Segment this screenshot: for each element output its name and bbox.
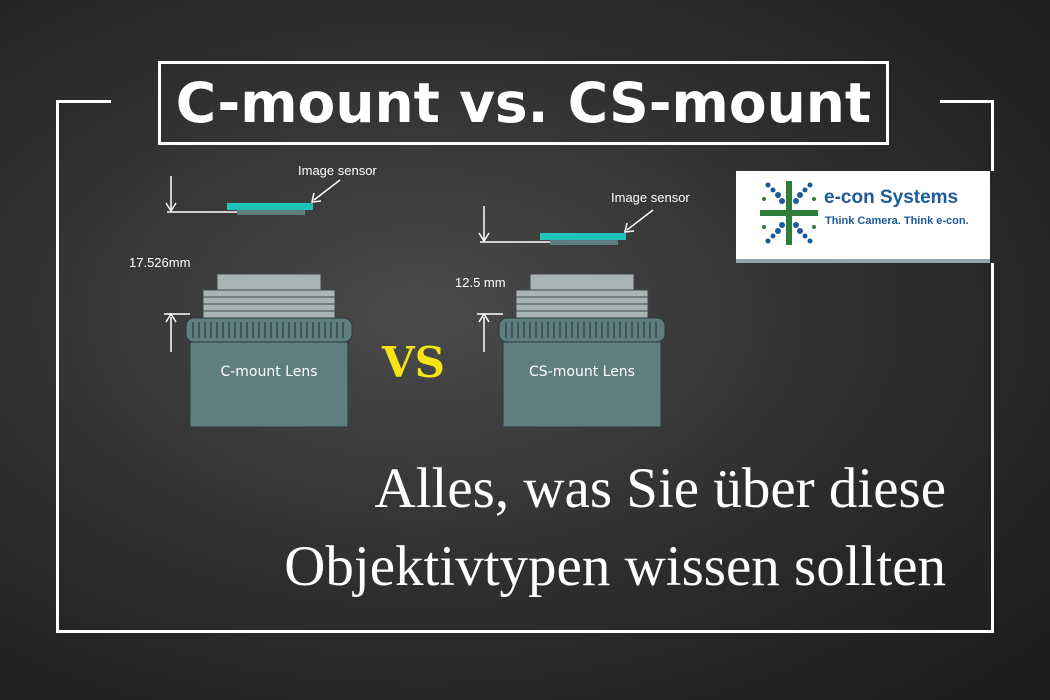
title-box: C-mount vs. CS-mount [158, 61, 889, 145]
frame-top-right [940, 100, 994, 103]
frame-top-left [56, 100, 111, 103]
cs-mount-lens-body [502, 341, 662, 428]
logo-tagline: Think Camera. Think e-con. [825, 215, 969, 227]
c-mount-sensor-label: Image sensor [298, 163, 377, 178]
cs-mount-sensor-label: Image sensor [611, 190, 690, 205]
c-mount-distance-label: 17.526mm [129, 255, 190, 270]
c-mount-sensor [227, 203, 313, 210]
frame-right-lower [991, 263, 994, 633]
cs-mount-lens-cap [529, 273, 635, 292]
page-title: C-mount vs. CS-mount [175, 71, 872, 135]
logo-underline [736, 259, 990, 263]
cs-mount-sensor-base [550, 239, 618, 245]
frame-right [991, 100, 994, 171]
subtitle-line-2: Objektivtypen wissen sollten [284, 535, 946, 598]
subtitle-line-1: Alles, was Sie über diese [374, 457, 946, 520]
cs-mount-diagram: Image sensor 12.5 mm CS-mount Lens [455, 190, 690, 428]
c-mount-diagram: Image sensor 17.526mm C-mount Lens [129, 163, 377, 428]
vs-label: VS [382, 338, 445, 387]
cs-mount-lens-label: CS-mount Lens [529, 364, 635, 380]
c-mount-sensor-base [237, 209, 305, 215]
logo-name: e-con Systems [824, 187, 959, 208]
c-mount-lens-label: C-mount Lens [220, 364, 317, 380]
econ-logo-mark-icon [760, 181, 818, 245]
c-mount-lens-cap [216, 273, 322, 292]
cs-mount-sensor [540, 233, 626, 240]
frame-bottom [56, 630, 994, 633]
frame-left [56, 100, 59, 633]
c-mount-lens-body [189, 341, 349, 428]
econ-logo: e-con Systems Think Camera. Think e-con. [736, 171, 990, 259]
cs-mount-distance-label: 12.5 mm [455, 275, 506, 290]
